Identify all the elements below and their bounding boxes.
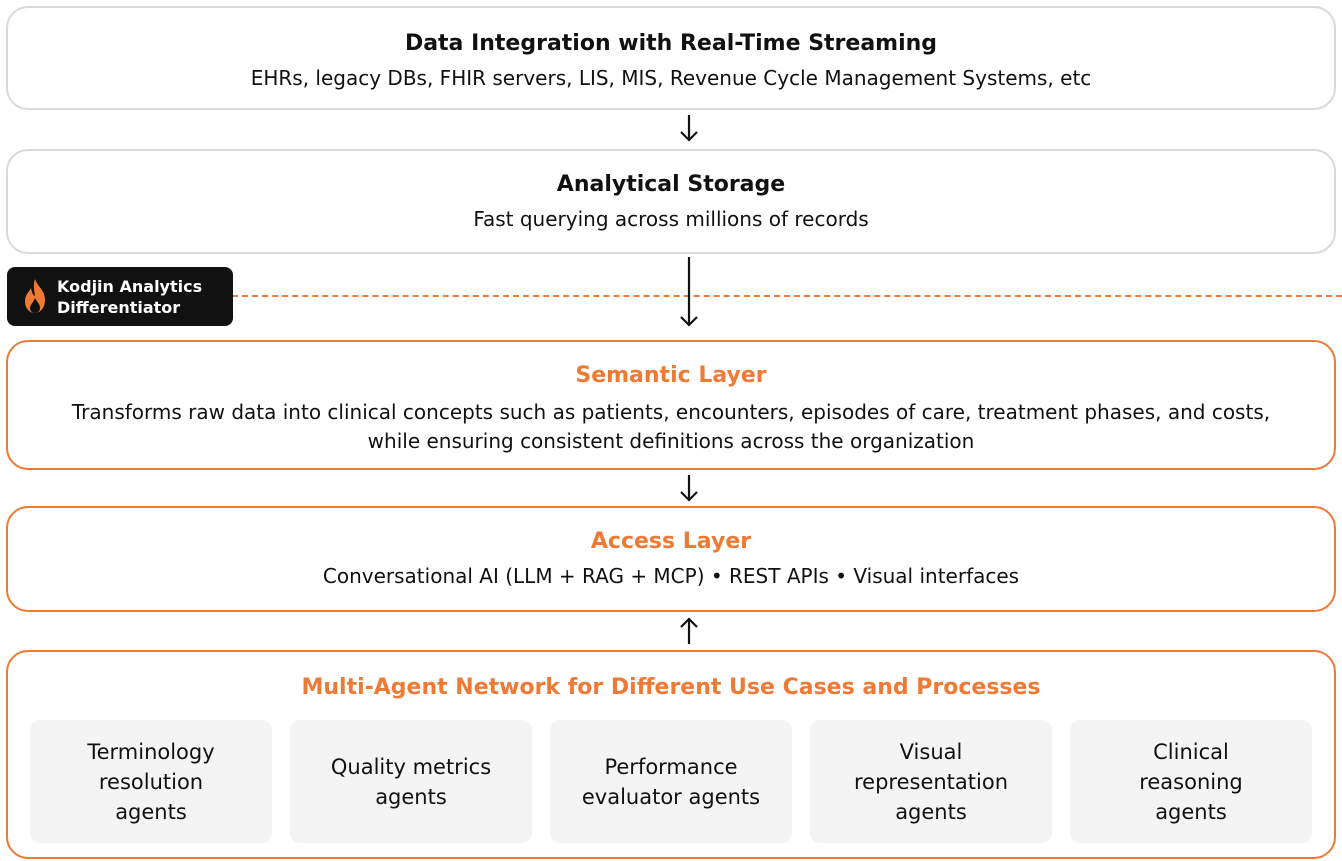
multi-agent-network-title: Multi-Agent Network for Different Use Ca… bbox=[301, 675, 1041, 700]
data-integration-subtitle: EHRs, legacy DBs, FHIR servers, LIS, MIS… bbox=[250, 66, 1092, 90]
agent-card-quality-metrics: Quality metrics agents bbox=[290, 720, 532, 843]
data-integration-title: Data Integration with Real-Time Streamin… bbox=[404, 31, 938, 56]
arrow-down-icon bbox=[678, 473, 700, 503]
agent-card-terminology: Terminology resolution agents bbox=[30, 720, 272, 843]
agent-cards-row: Terminology resolution agents Quality me… bbox=[30, 720, 1312, 843]
agent-card-visual: Visual representation agents bbox=[810, 720, 1052, 843]
multi-agent-network-box: Multi-Agent Network for Different Use Ca… bbox=[6, 650, 1336, 859]
arrow-up-icon bbox=[678, 616, 700, 646]
agent-card-performance: Performance evaluator agents bbox=[550, 720, 792, 843]
access-layer-title: Access Layer bbox=[590, 529, 752, 554]
access-layer-box: Access Layer Conversational AI (LLM + RA… bbox=[6, 506, 1336, 612]
kodjin-differentiator-badge: Kodjin Analytics Differentiator bbox=[7, 267, 233, 326]
semantic-layer-subtitle: Transforms raw data into clinical concep… bbox=[71, 400, 1271, 453]
badge-line-1: Kodjin Analytics bbox=[57, 276, 203, 296]
semantic-layer-title: Semantic Layer bbox=[575, 363, 767, 388]
analytical-storage-subtitle: Fast querying across millions of records bbox=[473, 207, 869, 231]
access-layer-subtitle: Conversational AI (LLM + RAG + MCP) • RE… bbox=[322, 564, 1020, 588]
differentiator-divider bbox=[232, 295, 1342, 297]
flame-icon bbox=[25, 279, 45, 313]
data-integration-box: Data Integration with Real-Time Streamin… bbox=[6, 6, 1336, 110]
arrow-down-icon bbox=[678, 113, 700, 143]
badge-line-2: Differentiator bbox=[57, 297, 181, 317]
arrow-down-icon bbox=[678, 257, 700, 329]
semantic-layer-box: Semantic Layer Transforms raw data into … bbox=[6, 340, 1336, 470]
analytical-storage-box: Analytical Storage Fast querying across … bbox=[6, 149, 1336, 254]
agent-card-clinical: Clinical reasoning agents bbox=[1070, 720, 1312, 843]
analytical-storage-title: Analytical Storage bbox=[556, 172, 786, 197]
